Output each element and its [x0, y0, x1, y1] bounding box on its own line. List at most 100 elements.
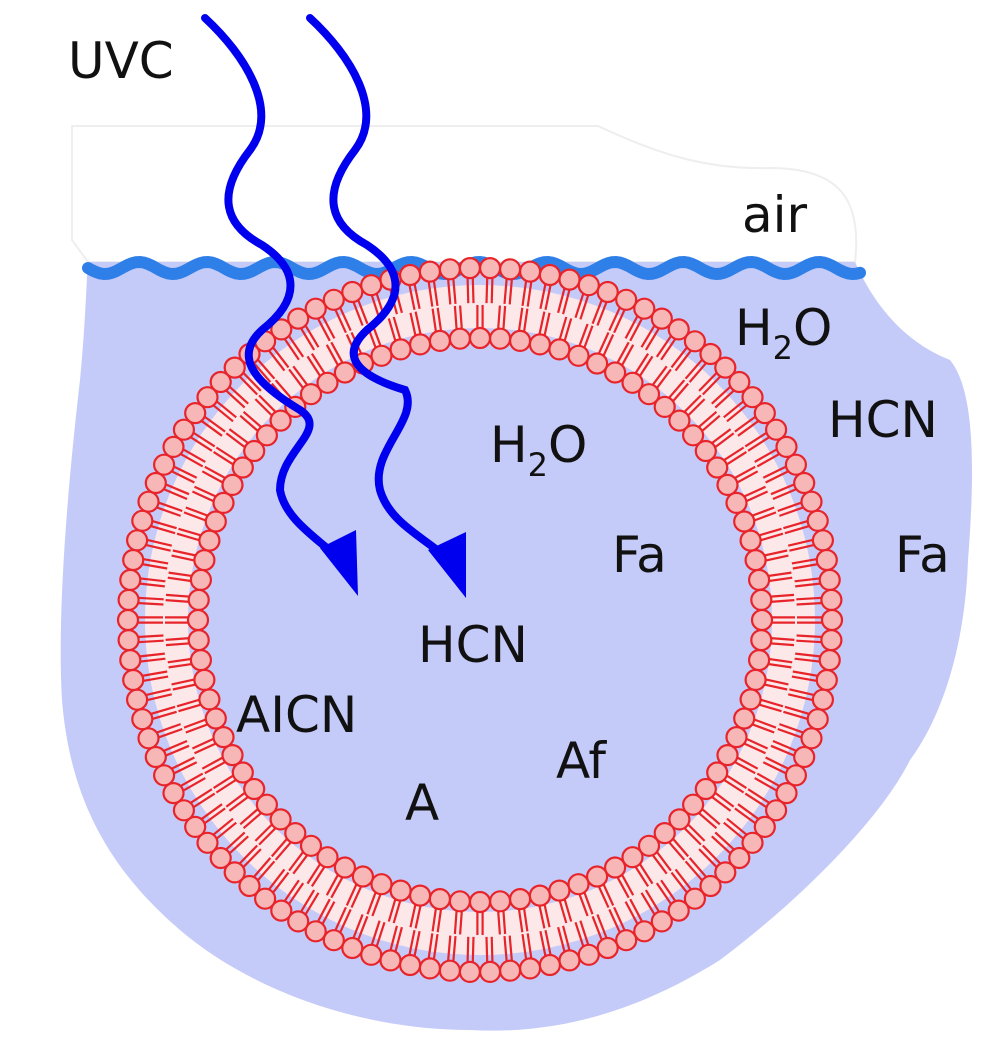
outer-lipid-head [596, 936, 619, 960]
inner-lipid-head [528, 333, 552, 356]
inner-lipid-head [243, 777, 266, 801]
outer-lipid-head [499, 959, 522, 982]
inner-lipid-head [299, 834, 323, 857]
outer-lipid-head [418, 260, 441, 283]
outer-lipid-head [341, 280, 364, 304]
inner-lipid-head [548, 338, 571, 361]
outer-lipid-head [518, 260, 542, 283]
inner-lipid-head [448, 890, 471, 913]
outer-lipid-head [818, 568, 841, 592]
inner-lipid-head [389, 338, 412, 361]
outer-lipid-head [683, 330, 707, 353]
inner-lipid-head [653, 395, 676, 418]
outer-lipid-head [126, 529, 149, 552]
outer-lipid-head [667, 318, 690, 341]
outer-lipid-head [379, 949, 402, 972]
inner-lipid-head [694, 439, 717, 463]
inner-lipid-head [739, 688, 762, 711]
uv-rays [201, 14, 466, 598]
inner-lipid-head [668, 409, 691, 432]
outer-lipid-head [341, 936, 364, 960]
inner-lipid-head [409, 884, 432, 907]
outer-lipid-head [811, 529, 835, 552]
inner-lipid-head [221, 473, 244, 496]
inner-lipid-head [448, 327, 471, 350]
inner-lipid-head [706, 761, 729, 784]
outer-lipid-head [811, 688, 835, 711]
inner-lipid-head [750, 628, 773, 652]
outer-lipid-head [144, 745, 167, 769]
outer-lipid-head [820, 608, 844, 632]
inner-lipid-head [187, 628, 210, 652]
outer-lipid-head [458, 257, 481, 280]
outer-lipid-head [184, 402, 207, 425]
inner-lipid-head [189, 568, 212, 592]
outer-lipid-head [615, 929, 638, 952]
label-hcn-inside: HCN [418, 616, 528, 674]
outer-lipid-head [287, 910, 310, 933]
outer-lipid-head [820, 588, 843, 612]
uv-ray-left-arrowhead [320, 530, 358, 596]
inner-lipid-head [187, 588, 210, 612]
inner-lipid-head [725, 491, 748, 514]
outer-lipid-head [650, 910, 673, 933]
inner-lipid-head [284, 821, 307, 845]
outer-lipid-head [499, 258, 522, 281]
label-fa-inside: Fa [612, 526, 667, 584]
outer-lipid-head [254, 887, 277, 910]
outer-lipid-head [196, 386, 219, 409]
outer-lipid-head [714, 861, 737, 884]
outer-lipid-head [172, 418, 195, 441]
inner-lipid-head [186, 608, 210, 632]
outer-lipid-head [360, 274, 383, 297]
outer-lipid-head [270, 899, 293, 922]
inner-lipid-head [231, 456, 254, 479]
inner-lipid-head [681, 793, 705, 816]
outer-lipid-head [650, 307, 673, 330]
inner-lipid-head [637, 383, 661, 406]
outer-lipid-head [815, 548, 838, 572]
inner-lipid-head [428, 329, 451, 352]
inner-lipid-head [198, 529, 221, 552]
inner-lipid-head [750, 608, 774, 632]
inner-lipid-head [212, 491, 235, 514]
inner-lipid-head [603, 856, 627, 879]
outer-lipid-head [753, 815, 776, 839]
inner-lipid-head [567, 873, 590, 896]
label-aicn: AICN [236, 686, 357, 744]
outer-lipid-head [322, 929, 345, 952]
uv-ray-right [306, 14, 452, 564]
outer-lipid-head [153, 453, 176, 476]
outer-lipid-head [122, 548, 145, 572]
inner-lipid-head [603, 361, 627, 384]
outer-lipid-head [538, 263, 562, 287]
inner-lipid-head [468, 326, 492, 350]
inner-lipid-head [725, 725, 748, 749]
outer-lipid-head [116, 608, 140, 632]
inner-lipid-head [468, 890, 492, 914]
outer-lipid-head [270, 318, 293, 341]
outer-lipid-head [793, 745, 816, 769]
inner-lipid-head [747, 648, 771, 672]
outer-lipid-head [820, 628, 843, 652]
outer-lipid-head [667, 899, 690, 922]
inner-lipid-head [744, 668, 767, 692]
outer-lipid-head [122, 668, 145, 692]
outer-lipid-head [558, 949, 581, 972]
inner-lipid-head [299, 383, 323, 406]
outer-lipid-head [479, 257, 502, 280]
outer-lipid-head [800, 490, 823, 513]
inner-lipid-head [204, 510, 227, 533]
outer-lipid-head [538, 953, 562, 977]
inner-lipid-head [489, 890, 512, 913]
outer-lipid-head [117, 628, 140, 652]
outer-lipid-head [699, 342, 722, 366]
outer-lipid-head [741, 831, 764, 854]
outer-lipid-head [728, 846, 751, 870]
inner-lipid-head [744, 548, 767, 572]
outer-lipid-head [577, 943, 600, 966]
inner-lipid-head [694, 777, 717, 801]
outer-lipid-head [784, 453, 808, 476]
inner-lipid-head [637, 834, 661, 857]
